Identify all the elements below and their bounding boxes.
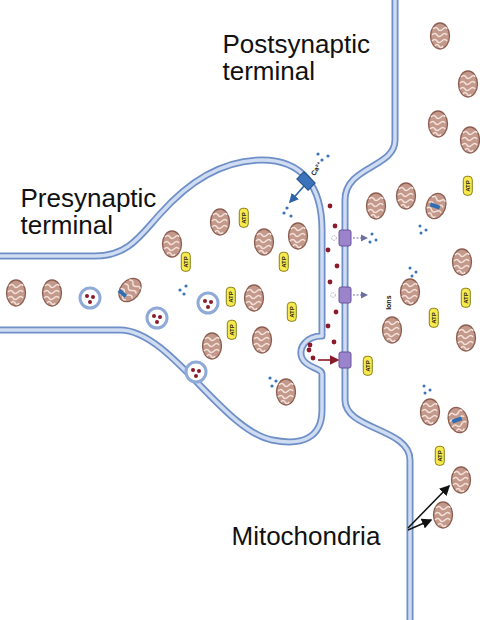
mitochondrion [445,405,472,436]
synaptic-vesicle [198,293,218,313]
ion-label: Ions [385,295,392,309]
mitochondrion [211,209,230,235]
mitochondrion [383,317,402,343]
mitochondrion [423,191,450,222]
mitochondrion [457,325,476,351]
synaptic-vesicle [186,362,206,382]
leader-arrow [408,520,431,530]
atp-label: ATP [463,176,473,196]
presynaptic-membrane-inner [0,160,322,442]
receptor [339,287,367,303]
mitochondrion [245,285,264,311]
synaptic-vesicle [147,308,167,328]
receptor [339,230,367,246]
atp-label: ATP [239,208,249,228]
terminal-label: Postsynaptic terminal [223,31,398,86]
callout-label: Mitochondria [232,523,381,550]
terminal-label: Presynaptic terminal [21,185,176,240]
mitochondrion [461,127,480,153]
bound-transmitter [331,236,337,298]
mitochondrion [43,280,62,306]
calcium-ions [178,152,329,387]
mitochondrion [459,71,478,97]
mitochondrion [397,183,416,209]
atp-label: ATP [435,446,445,466]
mitochondrion [289,223,308,249]
mitochondrion [367,193,386,219]
presynaptic-membrane [0,160,322,442]
atp-label: ATP [181,252,191,272]
synaptic-vesicle [80,288,100,308]
mitochondrion [453,249,472,275]
receptor [339,352,351,368]
neurotransmitter [307,204,340,361]
atp-label: ATP [363,356,373,376]
mitochondrion [401,279,420,305]
mitochondrion [429,111,448,137]
atp-label: ATP [461,288,471,308]
ions [369,225,432,395]
mitochondrion [434,502,453,528]
fission-band [452,416,463,423]
mitochondrion [277,379,296,405]
mitochondrion [431,23,450,49]
mitochondrion [255,229,274,255]
atp-label: ATP [227,320,237,340]
mitochondrion [452,467,471,493]
atp-label: ATP [279,252,289,272]
mitochondrion [114,274,145,306]
atp-label: ATP [226,287,236,307]
mitochondrion [203,333,222,359]
atp-label: ATP [287,302,297,322]
fission-band [430,202,441,209]
mitochondrion [7,280,26,306]
release-arrow [318,359,338,361]
atp-label: ATP [429,308,439,328]
fission-band [118,289,127,298]
calcium-influx-arrow [290,186,304,202]
mitochondrion [421,399,440,425]
mitochondrion [163,231,182,257]
ion-label: Ca²⁺ [309,160,323,177]
mitochondrion [253,327,272,353]
